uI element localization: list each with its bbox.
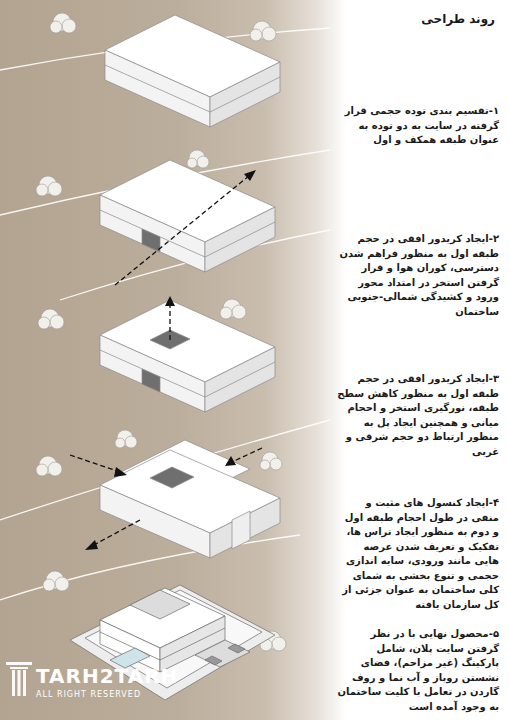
watermark: TARH2TARH	[36, 664, 178, 688]
step-description: ۲-ایجاد کریدور افقی در حجم طبقه اول به م…	[337, 232, 499, 319]
step-description: ۱-تقسیم بندی توده حجمی قرار گرفته در سای…	[337, 104, 499, 148]
step-description: ۳-ایجاد کریدور افقی در حجم طبقه اول به م…	[337, 372, 499, 459]
page-title: روند طراحی	[421, 12, 495, 26]
watermark-subtitle: ALL RIGHT RESERVED	[36, 690, 141, 699]
step-description: ۵-محصول نهایی با در نظر گرفتن سایت پلان،…	[337, 627, 499, 714]
step-description: ۴-ایجاد کنسول های مثبت و منفی در طول احج…	[337, 496, 499, 612]
